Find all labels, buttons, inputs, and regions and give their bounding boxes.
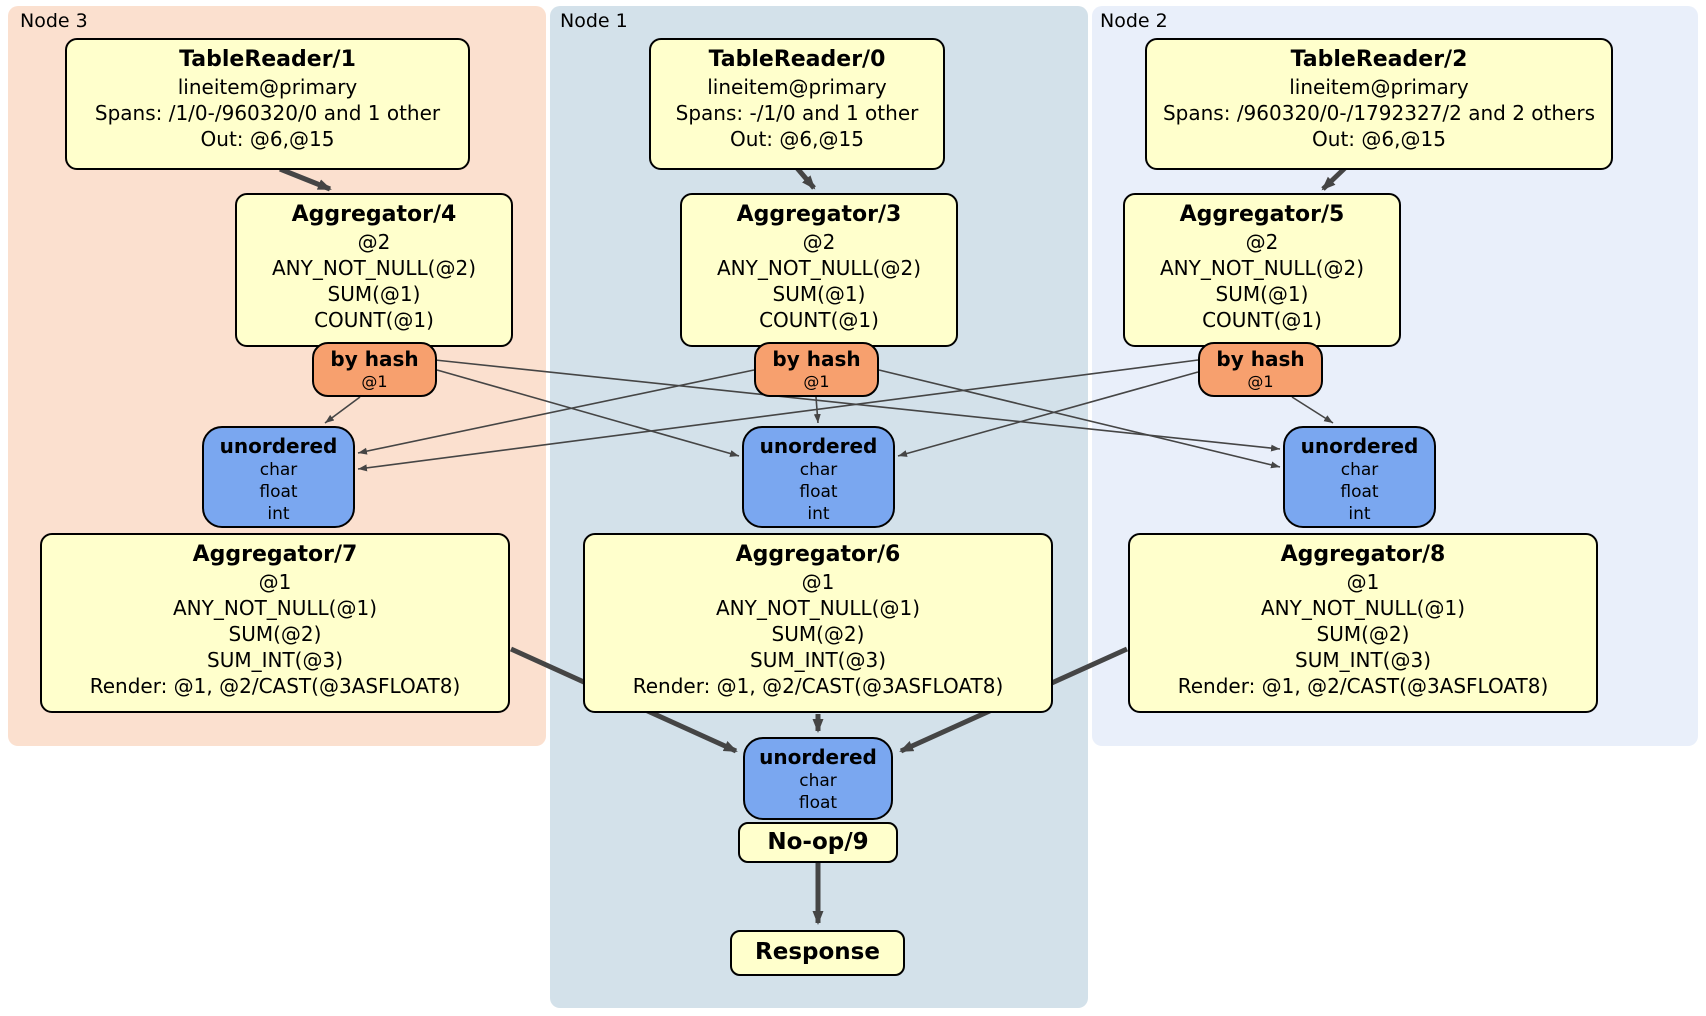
processor-detail: Spans: /1/0-/960320/0 and 1 other (94, 101, 441, 125)
sync-detail: float (798, 793, 838, 813)
sync-title: unordered (759, 745, 877, 769)
sync-title: unordered (1300, 434, 1419, 458)
processor-title: No-op/9 (767, 829, 869, 855)
router-detail: @1 (361, 372, 388, 391)
sync-unordered-node2: unordered char float int (1283, 426, 1436, 528)
processor-detail: COUNT(@1) (314, 308, 434, 332)
router-title: by hash (330, 347, 419, 371)
processor-detail: Spans: /960320/0-/1792327/2 and 2 others (1162, 101, 1595, 125)
edge-byhash2-unordered1 (897, 371, 1199, 457)
processor-detail: ANY_NOT_NULL(@2) (1160, 256, 1364, 280)
router-detail: @1 (1247, 372, 1274, 391)
sync-detail: int (1348, 504, 1371, 524)
sync-unordered-final: unordered char float (743, 737, 893, 820)
processor-detail: @2 (802, 230, 836, 254)
edge-byhash1-unordered3 (357, 369, 755, 455)
processor-aggregator-7: Aggregator/7 @1 ANY_NOT_NULL(@1) SUM(@2)… (40, 533, 510, 713)
edge-byhash2-unordered2 (1291, 396, 1334, 424)
processor-detail: Spans: -/1/0 and 1 other (675, 101, 919, 125)
router-detail: @1 (803, 372, 830, 391)
processor-title: TableReader/0 (708, 47, 886, 72)
router-title: by hash (1216, 347, 1305, 371)
sync-title: unordered (759, 434, 878, 458)
processor-detail: @1 (258, 570, 292, 594)
processor-detail: lineitem@primary (177, 75, 358, 99)
processor-detail: SUM(@2) (228, 622, 322, 646)
processor-detail: @2 (1245, 230, 1279, 254)
sync-detail: int (267, 504, 290, 524)
processor-aggregator-6: Aggregator/6 @1 ANY_NOT_NULL(@1) SUM(@2)… (583, 533, 1053, 713)
edge-byhash3-unordered3 (324, 396, 361, 424)
processor-detail: Render: @1, @2/CAST(@3ASFLOAT8) (632, 674, 1004, 698)
edge-tr1-agg4 (279, 166, 332, 192)
processor-detail: Render: @1, @2/CAST(@3ASFLOAT8) (89, 674, 461, 698)
panel-label-node1: Node 1 (560, 10, 628, 32)
processor-title: TableReader/2 (1290, 47, 1468, 72)
panel-label-node3: Node 3 (20, 10, 88, 32)
sync-detail: int (807, 504, 830, 524)
processor-detail: ANY_NOT_NULL(@1) (173, 596, 377, 620)
processor-detail: SUM_INT(@3) (1295, 648, 1431, 672)
processor-title: TableReader/1 (179, 47, 356, 72)
processor-detail: COUNT(@1) (759, 308, 879, 332)
panel-label-node2: Node 2 (1100, 10, 1168, 32)
response-title: Response (755, 939, 880, 965)
processor-aggregator-3: Aggregator/3 @2 ANY_NOT_NULL(@2) SUM(@1)… (680, 193, 958, 347)
processor-detail: @2 (357, 230, 391, 254)
processor-detail: SUM(@2) (1316, 622, 1410, 646)
edge-byhash3-unordered1 (436, 369, 740, 457)
processor-aggregator-4: Aggregator/4 @2 ANY_NOT_NULL(@2) SUM(@1)… (235, 193, 513, 347)
processor-title: Aggregator/4 (291, 202, 457, 227)
processor-detail: Out: @6,@15 (200, 127, 335, 151)
processor-detail: Out: @6,@15 (730, 127, 864, 151)
processor-title: Aggregator/6 (735, 542, 901, 567)
sync-detail: float (1340, 482, 1379, 502)
processor-detail: COUNT(@1) (1202, 308, 1322, 332)
processor-title: Aggregator/5 (1179, 202, 1345, 227)
sync-detail: char (259, 460, 298, 480)
processor-tablereader-1: TableReader/1 lineitem@primary Spans: /1… (65, 38, 470, 170)
processor-detail: ANY_NOT_NULL(@1) (716, 596, 920, 620)
router-by-hash-node2: by hash @1 (1198, 342, 1323, 397)
processor-noop-9: No-op/9 (738, 822, 898, 863)
router-by-hash-node1: by hash @1 (754, 342, 879, 397)
processor-title: Aggregator/3 (736, 202, 902, 227)
sync-detail: float (259, 482, 298, 502)
processor-aggregator-5: Aggregator/5 @2 ANY_NOT_NULL(@2) SUM(@1)… (1123, 193, 1401, 347)
processor-title: Aggregator/7 (192, 542, 358, 567)
sync-unordered-node3: unordered char float int (202, 426, 355, 528)
processor-detail: ANY_NOT_NULL(@2) (272, 256, 476, 280)
processor-detail: Out: @6,@15 (1312, 127, 1446, 151)
router-title: by hash (772, 347, 861, 371)
response-node: Response (730, 930, 905, 976)
sync-detail: float (799, 482, 838, 502)
sync-detail: char (799, 771, 837, 791)
processor-detail: ANY_NOT_NULL(@1) (1261, 596, 1465, 620)
processor-tablereader-2: TableReader/2 lineitem@primary Spans: /9… (1145, 38, 1613, 170)
processor-detail: Render: @1, @2/CAST(@3ASFLOAT8) (1177, 674, 1549, 698)
processor-detail: lineitem@primary (707, 75, 887, 99)
sync-detail: char (1340, 460, 1379, 480)
edge-byhash1-unordered2 (878, 369, 1281, 469)
processor-detail: ANY_NOT_NULL(@2) (717, 256, 921, 280)
processor-detail: lineitem@primary (1289, 75, 1469, 99)
processor-tablereader-0: TableReader/0 lineitem@primary Spans: -/… (649, 38, 945, 170)
processor-detail: @1 (801, 570, 835, 594)
sync-unordered-node1: unordered char float int (742, 426, 895, 528)
edge-tr2-agg5 (1321, 166, 1347, 191)
processor-detail: SUM(@1) (1215, 282, 1309, 306)
sync-title: unordered (219, 434, 338, 458)
processor-detail: SUM(@2) (771, 622, 865, 646)
edge-byhash2-unordered3 (357, 359, 1199, 472)
processor-detail: SUM(@1) (327, 282, 421, 306)
sync-detail: char (799, 460, 838, 480)
processor-detail: @1 (1346, 570, 1380, 594)
processor-detail: SUM_INT(@3) (207, 648, 343, 672)
processor-aggregator-8: Aggregator/8 @1 ANY_NOT_NULL(@1) SUM(@2)… (1128, 533, 1598, 713)
edge-tr0-agg3 (795, 166, 816, 190)
processor-title: Aggregator/8 (1280, 542, 1446, 567)
processor-detail: SUM(@1) (772, 282, 866, 306)
router-by-hash-node3: by hash @1 (312, 342, 437, 397)
processor-detail: SUM_INT(@3) (750, 648, 886, 672)
